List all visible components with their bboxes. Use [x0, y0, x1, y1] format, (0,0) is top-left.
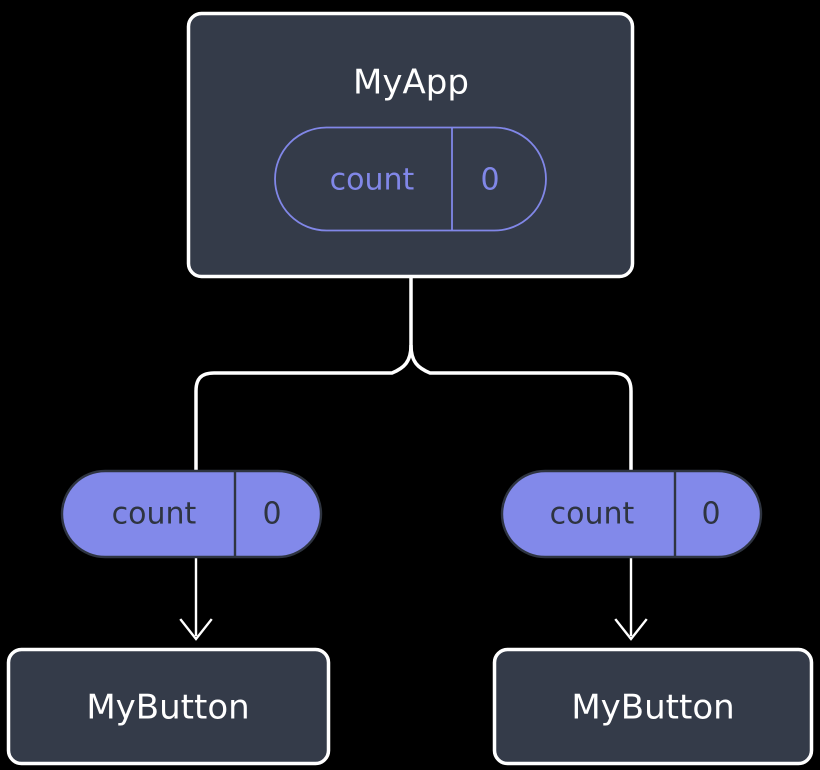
node-mybutton-right[interactable]: MyButton: [492, 647, 814, 766]
prop-pill-right-value: 0: [701, 497, 720, 532]
connector-branch-left: [194, 344, 413, 470]
node-myapp-box[interactable]: [186, 11, 635, 279]
node-mybutton-left-box[interactable]: [6, 647, 331, 766]
node-myapp-title: MyApp: [353, 63, 469, 103]
state-pill-root[interactable]: count 0: [274, 126, 547, 232]
prop-pill-left[interactable]: count 0: [60, 469, 323, 559]
prop-pill-left-shape[interactable]: [60, 469, 323, 559]
state-pill-root-value: 0: [480, 163, 499, 198]
prop-pill-right[interactable]: count 0: [500, 469, 763, 559]
connector-arrow-left-head: [179, 618, 213, 641]
node-mybutton-left[interactable]: MyButton: [6, 647, 331, 766]
node-myapp[interactable]: MyApp count 0: [186, 11, 635, 279]
prop-pill-left-value: 0: [262, 497, 281, 532]
prop-pill-right-key: count: [550, 497, 635, 532]
node-mybutton-right-box[interactable]: [492, 647, 814, 766]
prop-pill-left-key: count: [112, 497, 197, 532]
connector-group: [179, 277, 648, 641]
node-mybutton-left-title: MyButton: [86, 688, 249, 728]
state-pill-root-shape[interactable]: [274, 126, 547, 232]
connector-arrow-right-head: [614, 618, 648, 641]
connector-branch-right: [409, 344, 633, 470]
state-pill-root-key: count: [330, 163, 415, 198]
prop-pill-right-shape[interactable]: [500, 469, 763, 559]
node-mybutton-right-title: MyButton: [571, 688, 734, 728]
